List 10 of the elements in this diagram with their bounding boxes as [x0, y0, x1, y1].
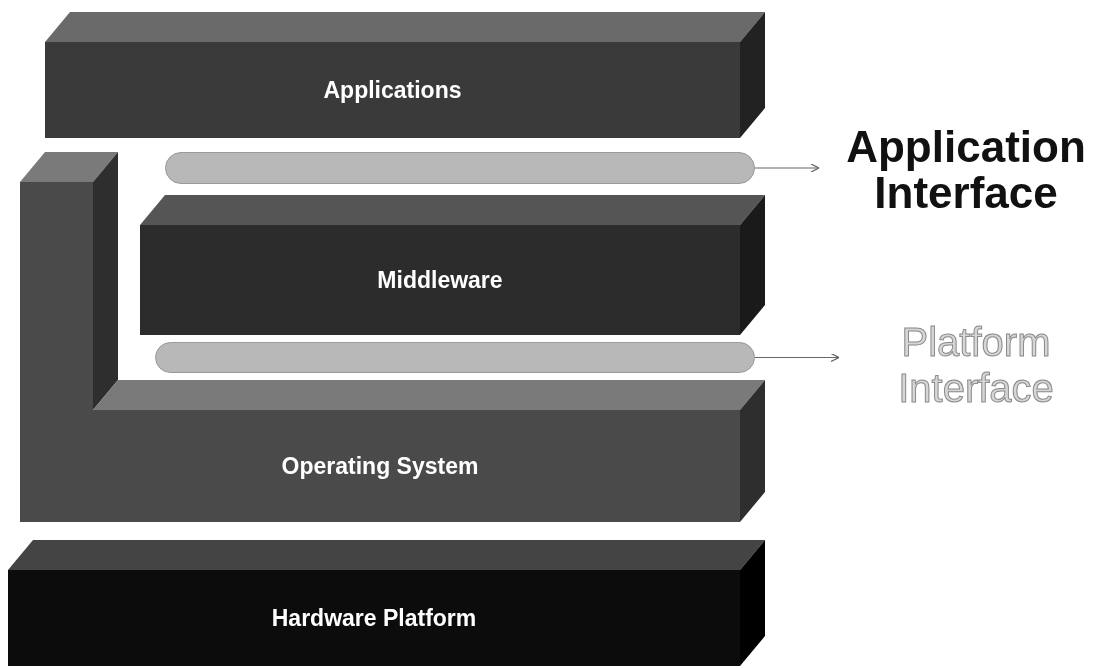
- interface-bar: [155, 342, 755, 373]
- interface-label: Application Interface: [845, 124, 1087, 216]
- interface-label: Platform Interface: [897, 319, 1055, 411]
- layer-label: Hardware Platform: [271, 603, 477, 633]
- interface-bar: [165, 152, 755, 184]
- arrow: [754, 163, 820, 173]
- layer-label: Applications: [323, 75, 462, 105]
- layer-label: Operating System: [281, 451, 479, 481]
- arrow: [754, 352, 840, 363]
- layer-label: Middleware: [377, 265, 503, 295]
